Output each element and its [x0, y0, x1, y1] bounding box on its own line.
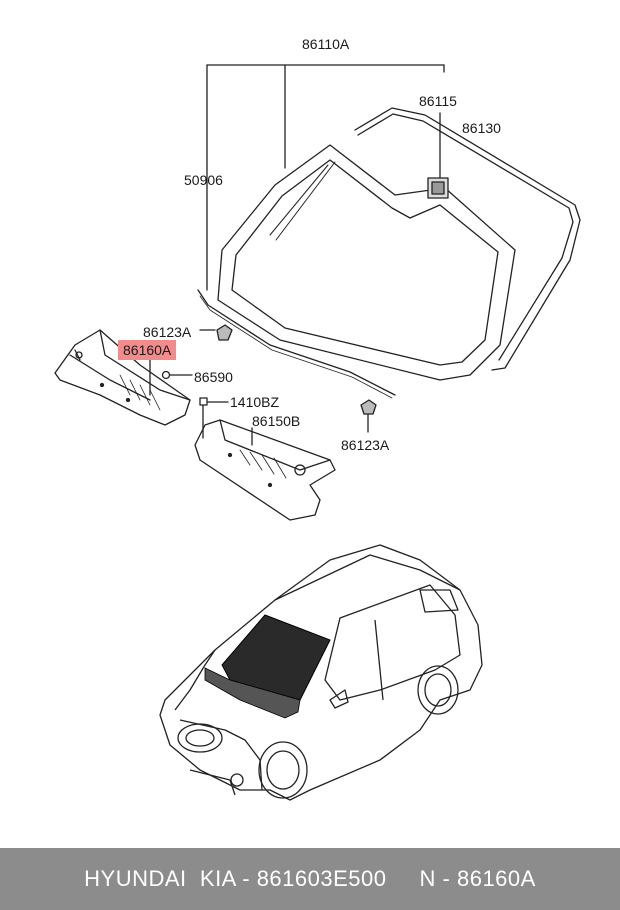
parts-diagram	[54, 64, 581, 801]
label-50906: 50906	[184, 172, 223, 188]
windshield-glass	[217, 144, 516, 381]
clip-86123A-bottom	[360, 399, 377, 433]
label-86150B: 86150B	[252, 413, 301, 429]
label-86110A: 86110A	[302, 36, 350, 52]
bolt-1410BZ	[199, 397, 229, 439]
part-number-footer: HYUNDAI KIA - 861603E500 N - 86160A	[0, 848, 620, 910]
label-86123A-top: 86123A	[143, 324, 192, 340]
cowl-cover-86150B	[194, 419, 336, 521]
cowl-cover-86160A	[54, 329, 191, 426]
moulding-50906	[197, 289, 396, 399]
footer-text: HYUNDAI KIA - 861603E500 N - 86160A	[84, 866, 536, 891]
label-86123A-bottom: 86123A	[341, 437, 390, 453]
cowl-highlight	[204, 667, 301, 719]
label-1410BZ: 1410BZ	[230, 394, 280, 410]
nut-86590	[161, 370, 193, 380]
label-86130: 86130	[462, 120, 501, 136]
mirror-bracket-86115	[427, 112, 449, 199]
label-86590: 86590	[194, 369, 233, 385]
label-86115: 86115	[419, 93, 457, 109]
label-86160A-highlighted: 86160A	[118, 340, 177, 360]
leader-86110A	[206, 64, 445, 291]
moulding-86130	[354, 107, 581, 371]
clip-86123A-top	[199, 324, 233, 341]
vehicle-illustration	[159, 544, 483, 801]
